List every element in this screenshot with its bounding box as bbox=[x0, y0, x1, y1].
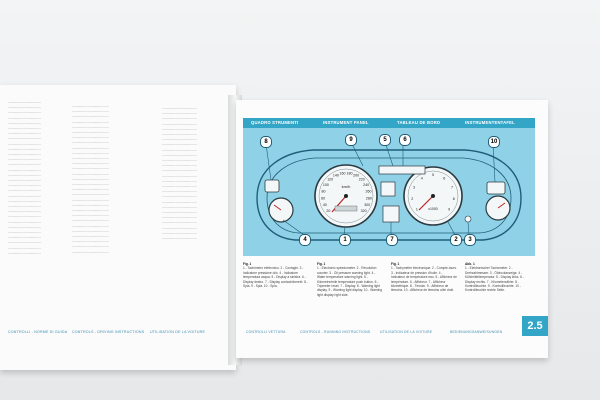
tachometer-unit: x1000 bbox=[428, 207, 438, 211]
cluster-inner-outline bbox=[266, 157, 512, 234]
tachometer-needle bbox=[418, 195, 434, 211]
left-warning-display bbox=[264, 179, 280, 193]
tachometer-tick-label: 4 bbox=[421, 177, 423, 181]
speedometer-tick-label: 300 bbox=[364, 203, 370, 207]
left-text-col-2: ........................................… bbox=[72, 104, 109, 254]
oil-pressure-gauge bbox=[485, 195, 511, 221]
caption-it: Fig. 1 1 - Tachimetro elettronico. 2 - C… bbox=[243, 262, 309, 288]
header-it: QUADRO STRUMENTI bbox=[251, 120, 299, 125]
footer-left-2: CONTROLS - DRIVING INSTRUCTIONS bbox=[72, 330, 145, 334]
footer-left-1: CONTROLLI - NORME DI GUIDA bbox=[8, 330, 68, 334]
caption-fr-text: 1 - Tachymètre électronique. 2 - Compte-… bbox=[391, 266, 457, 293]
footer-right-3: UTILISATION DE LA VOITURE bbox=[380, 330, 433, 334]
tachometer-tick-label: 6 bbox=[443, 177, 445, 181]
callout-9: 9 bbox=[345, 134, 357, 146]
footer-right-1: CONTROLLI VETTURA bbox=[246, 330, 286, 334]
caption-fr-title: Fig. 1 bbox=[391, 262, 400, 266]
callout-10: 10 bbox=[488, 136, 500, 148]
speedometer-logo: km/h bbox=[342, 184, 351, 189]
caption-en-text: 1 - Electronic speedometer. 2 - Revoluti… bbox=[317, 266, 383, 297]
speedometer-tick-label: 100 bbox=[323, 183, 329, 187]
tachometer-tick-label: 8 bbox=[453, 197, 455, 201]
caption-en-title: Fig. 1 bbox=[317, 262, 326, 266]
dashboard-illustration: km/h x1000 bbox=[256, 141, 522, 241]
left-text-col-3: ........................................… bbox=[162, 106, 197, 241]
caption-fr: Fig. 1 1 - Tachymètre électronique. 2 - … bbox=[391, 262, 457, 293]
tachometer-tick-label: 9 bbox=[448, 208, 450, 212]
footer-right-4: BEDIENUNGSANWEISUNGEN bbox=[450, 330, 503, 334]
speedometer-tick-label: 120 bbox=[327, 178, 333, 182]
footer-right-2: CONTROLS - RUNNING INSTRUCTIONS bbox=[300, 330, 371, 334]
speedometer-tick-label: 220 bbox=[359, 178, 365, 182]
instrument-panel-diagram: km/h x1000 bbox=[243, 128, 535, 256]
callout-4: 4 bbox=[299, 234, 311, 246]
speedometer-tick-label: 280 bbox=[366, 196, 372, 200]
left-page bbox=[0, 85, 236, 370]
speedometer-tick-label: 200 bbox=[353, 174, 359, 178]
speedometer-tick-label: 240 bbox=[363, 183, 369, 187]
callout-1: 1 bbox=[339, 234, 351, 246]
caption-de-title: Abb. 1 bbox=[465, 262, 475, 266]
water-temp-gauge bbox=[268, 197, 294, 223]
header-fr: TABLEAU DE BORD bbox=[397, 120, 441, 125]
caption-en: Fig. 1 1 - Electronic speedometer. 2 - R… bbox=[317, 262, 383, 297]
tachometer-tick-label: 1 bbox=[416, 208, 418, 212]
callout-lines bbox=[265, 141, 496, 236]
speedometer-tick-label: 20 bbox=[326, 209, 330, 213]
odometer-display bbox=[334, 205, 358, 212]
page-number: 2.5 bbox=[522, 316, 548, 336]
cluster-outline bbox=[256, 149, 522, 241]
caption-it-title: Fig. 1 bbox=[243, 262, 252, 266]
center-display bbox=[382, 205, 400, 223]
caption-it-text: 1 - Tachimetro elettronico. 2 - Contagir… bbox=[243, 266, 308, 289]
tachometer-tick-label: 3 bbox=[413, 185, 415, 189]
speedometer-tick-label: 140 bbox=[333, 174, 339, 178]
left-text-col-1: ........................................… bbox=[8, 100, 41, 255]
figure-captions: Fig. 1 1 - Tachimetro elettronico. 2 - C… bbox=[243, 262, 535, 322]
callout-3: 3 bbox=[464, 234, 476, 246]
speedometer-needle bbox=[331, 195, 347, 213]
top-warning-strip bbox=[378, 165, 426, 175]
header-de: INSTRUMENTENTAFEL bbox=[465, 120, 515, 125]
header-en: INSTRUMENT PANEL bbox=[323, 120, 369, 125]
callout-5: 5 bbox=[379, 134, 391, 146]
reset-button bbox=[464, 215, 472, 223]
speedometer-tick-label: 180 bbox=[347, 172, 353, 176]
tachometer-tick-label: 5 bbox=[432, 173, 434, 177]
caption-de-text: 1 - Elektronischer Tachometer. 2 - Drehz… bbox=[465, 266, 524, 293]
callout-2: 2 bbox=[450, 234, 462, 246]
speedometer-tick-label: 260 bbox=[366, 189, 372, 193]
speedometer-tick-label: 60 bbox=[321, 196, 325, 200]
speedometer-tick-label: 40 bbox=[323, 203, 327, 207]
tachometer-gauge: x1000 bbox=[403, 166, 463, 226]
speedometer-gauge: km/h bbox=[314, 164, 378, 228]
section-header: QUADRO STRUMENTI INSTRUMENT PANEL TABLEA… bbox=[243, 118, 535, 128]
tachometer-tick: 1 2 3 4 5 6 7 8 9 bbox=[411, 173, 455, 212]
callout-7: 7 bbox=[386, 234, 398, 246]
footer-left-3: UTILISATION DE LA VOITURE bbox=[150, 330, 206, 334]
temperature-display bbox=[380, 181, 396, 197]
caption-de: Abb. 1 1 - Elektronischer Tachometer. 2 … bbox=[465, 262, 531, 293]
tachometer-tick-label: 2 bbox=[411, 197, 413, 201]
tachometer-tick-label: 7 bbox=[451, 185, 453, 189]
speedometer-tick-label: 80 bbox=[322, 189, 326, 193]
speedometer-tick-label: 320 bbox=[361, 209, 367, 213]
right-warning-display bbox=[486, 181, 506, 195]
callout-6: 6 bbox=[399, 134, 411, 146]
speedometer-tick-label: 160 bbox=[340, 172, 346, 176]
callout-8: 8 bbox=[260, 136, 272, 148]
